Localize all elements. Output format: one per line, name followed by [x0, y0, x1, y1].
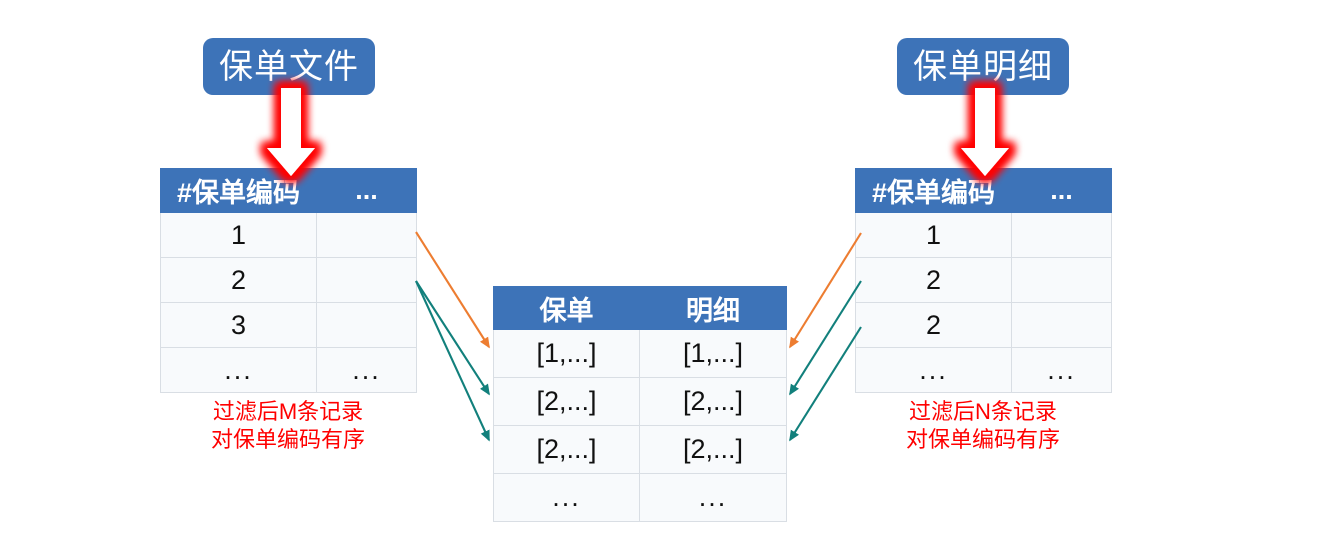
right-table-header-ellipsis: ...	[1011, 168, 1112, 213]
left-caption-line-1: 过滤后M条记录	[212, 399, 364, 424]
table-row: 1	[160, 212, 417, 258]
table-header-row: #保单编码 ...	[855, 168, 1112, 213]
right-caption-line-2: 对保单编码有序	[905, 427, 1060, 453]
result-table-header-detail: 明细	[639, 286, 787, 330]
cell: ...	[493, 473, 640, 522]
table-row: ... ...	[855, 347, 1112, 393]
table-row: [2,...] [2,...]	[493, 377, 787, 426]
cell	[316, 257, 417, 303]
table-row: 2	[855, 257, 1112, 303]
cell: 3	[160, 302, 317, 348]
result-table-header-policy: 保单	[493, 286, 640, 330]
table-row: ... ...	[493, 473, 787, 522]
connector-left-row1-to-result-row1	[415, 231, 490, 349]
left-table-header-ellipsis: ...	[316, 168, 417, 213]
cell: ...	[639, 473, 787, 522]
right-source-title-pill: 保单明细	[897, 38, 1069, 95]
connector-left-row2-to-result-row2	[415, 280, 490, 396]
cell: 1	[855, 212, 1012, 258]
cell: [1,...]	[493, 329, 640, 378]
table-row: [2,...] [2,...]	[493, 425, 787, 474]
cell: [2,...]	[639, 377, 787, 426]
cell: 2	[855, 257, 1012, 303]
table-header-row: #保单编码 ...	[160, 168, 417, 213]
cell: ...	[160, 347, 317, 393]
cell: 2	[855, 302, 1012, 348]
cell: ...	[1011, 347, 1112, 393]
cell: ...	[855, 347, 1012, 393]
cell	[316, 302, 417, 348]
table-row: 1	[855, 212, 1112, 258]
table-header-row: 保单 明细	[493, 286, 787, 330]
table-row: 2	[855, 302, 1112, 348]
right-source-title-label: 保单明细	[913, 47, 1053, 86]
connector-right-row3-to-result-row3	[789, 326, 862, 442]
connector-left-row2-to-result-row3	[415, 280, 490, 442]
table-row: 2	[160, 257, 417, 303]
cell: [2,...]	[493, 377, 640, 426]
right-source-down-arrow-icon	[961, 88, 1009, 176]
connector-right-row1-to-result-row1	[789, 232, 862, 349]
left-caption-line-2: 对保单编码有序	[210, 427, 365, 453]
right-caption-line-1: 过滤后N条记录	[909, 399, 1057, 424]
left-source-title-pill: 保单文件	[203, 38, 375, 95]
cell: ...	[316, 347, 417, 393]
left-source-down-arrow-icon	[267, 88, 315, 176]
right-source-table: #保单编码 ... 1 2 2 ... ...	[855, 168, 1112, 393]
cell	[1011, 257, 1112, 303]
left-source-table: #保单编码 ... 1 2 3 ... ...	[160, 168, 417, 393]
right-table-header-policy-code: #保单编码	[855, 168, 1012, 213]
cell: [2,...]	[493, 425, 640, 474]
left-source-title-label: 保单文件	[219, 47, 359, 86]
cell: 2	[160, 257, 317, 303]
cell	[1011, 212, 1112, 258]
cell: [1,...]	[639, 329, 787, 378]
result-join-table: 保单 明细 [1,...] [1,...] [2,...] [2,...] [2…	[493, 286, 787, 522]
table-row: [1,...] [1,...]	[493, 329, 787, 378]
table-row: ... ...	[160, 347, 417, 393]
right-source-caption: 过滤后N条记录 对保单编码有序	[855, 398, 1111, 454]
left-source-caption: 过滤后M条记录 对保单编码有序	[160, 398, 416, 454]
left-table-header-policy-code: #保单编码	[160, 168, 317, 213]
cell: [2,...]	[639, 425, 787, 474]
connector-right-row2-to-result-row2	[789, 280, 862, 396]
cell	[1011, 302, 1112, 348]
table-row: 3	[160, 302, 417, 348]
cell	[316, 212, 417, 258]
cell: 1	[160, 212, 317, 258]
